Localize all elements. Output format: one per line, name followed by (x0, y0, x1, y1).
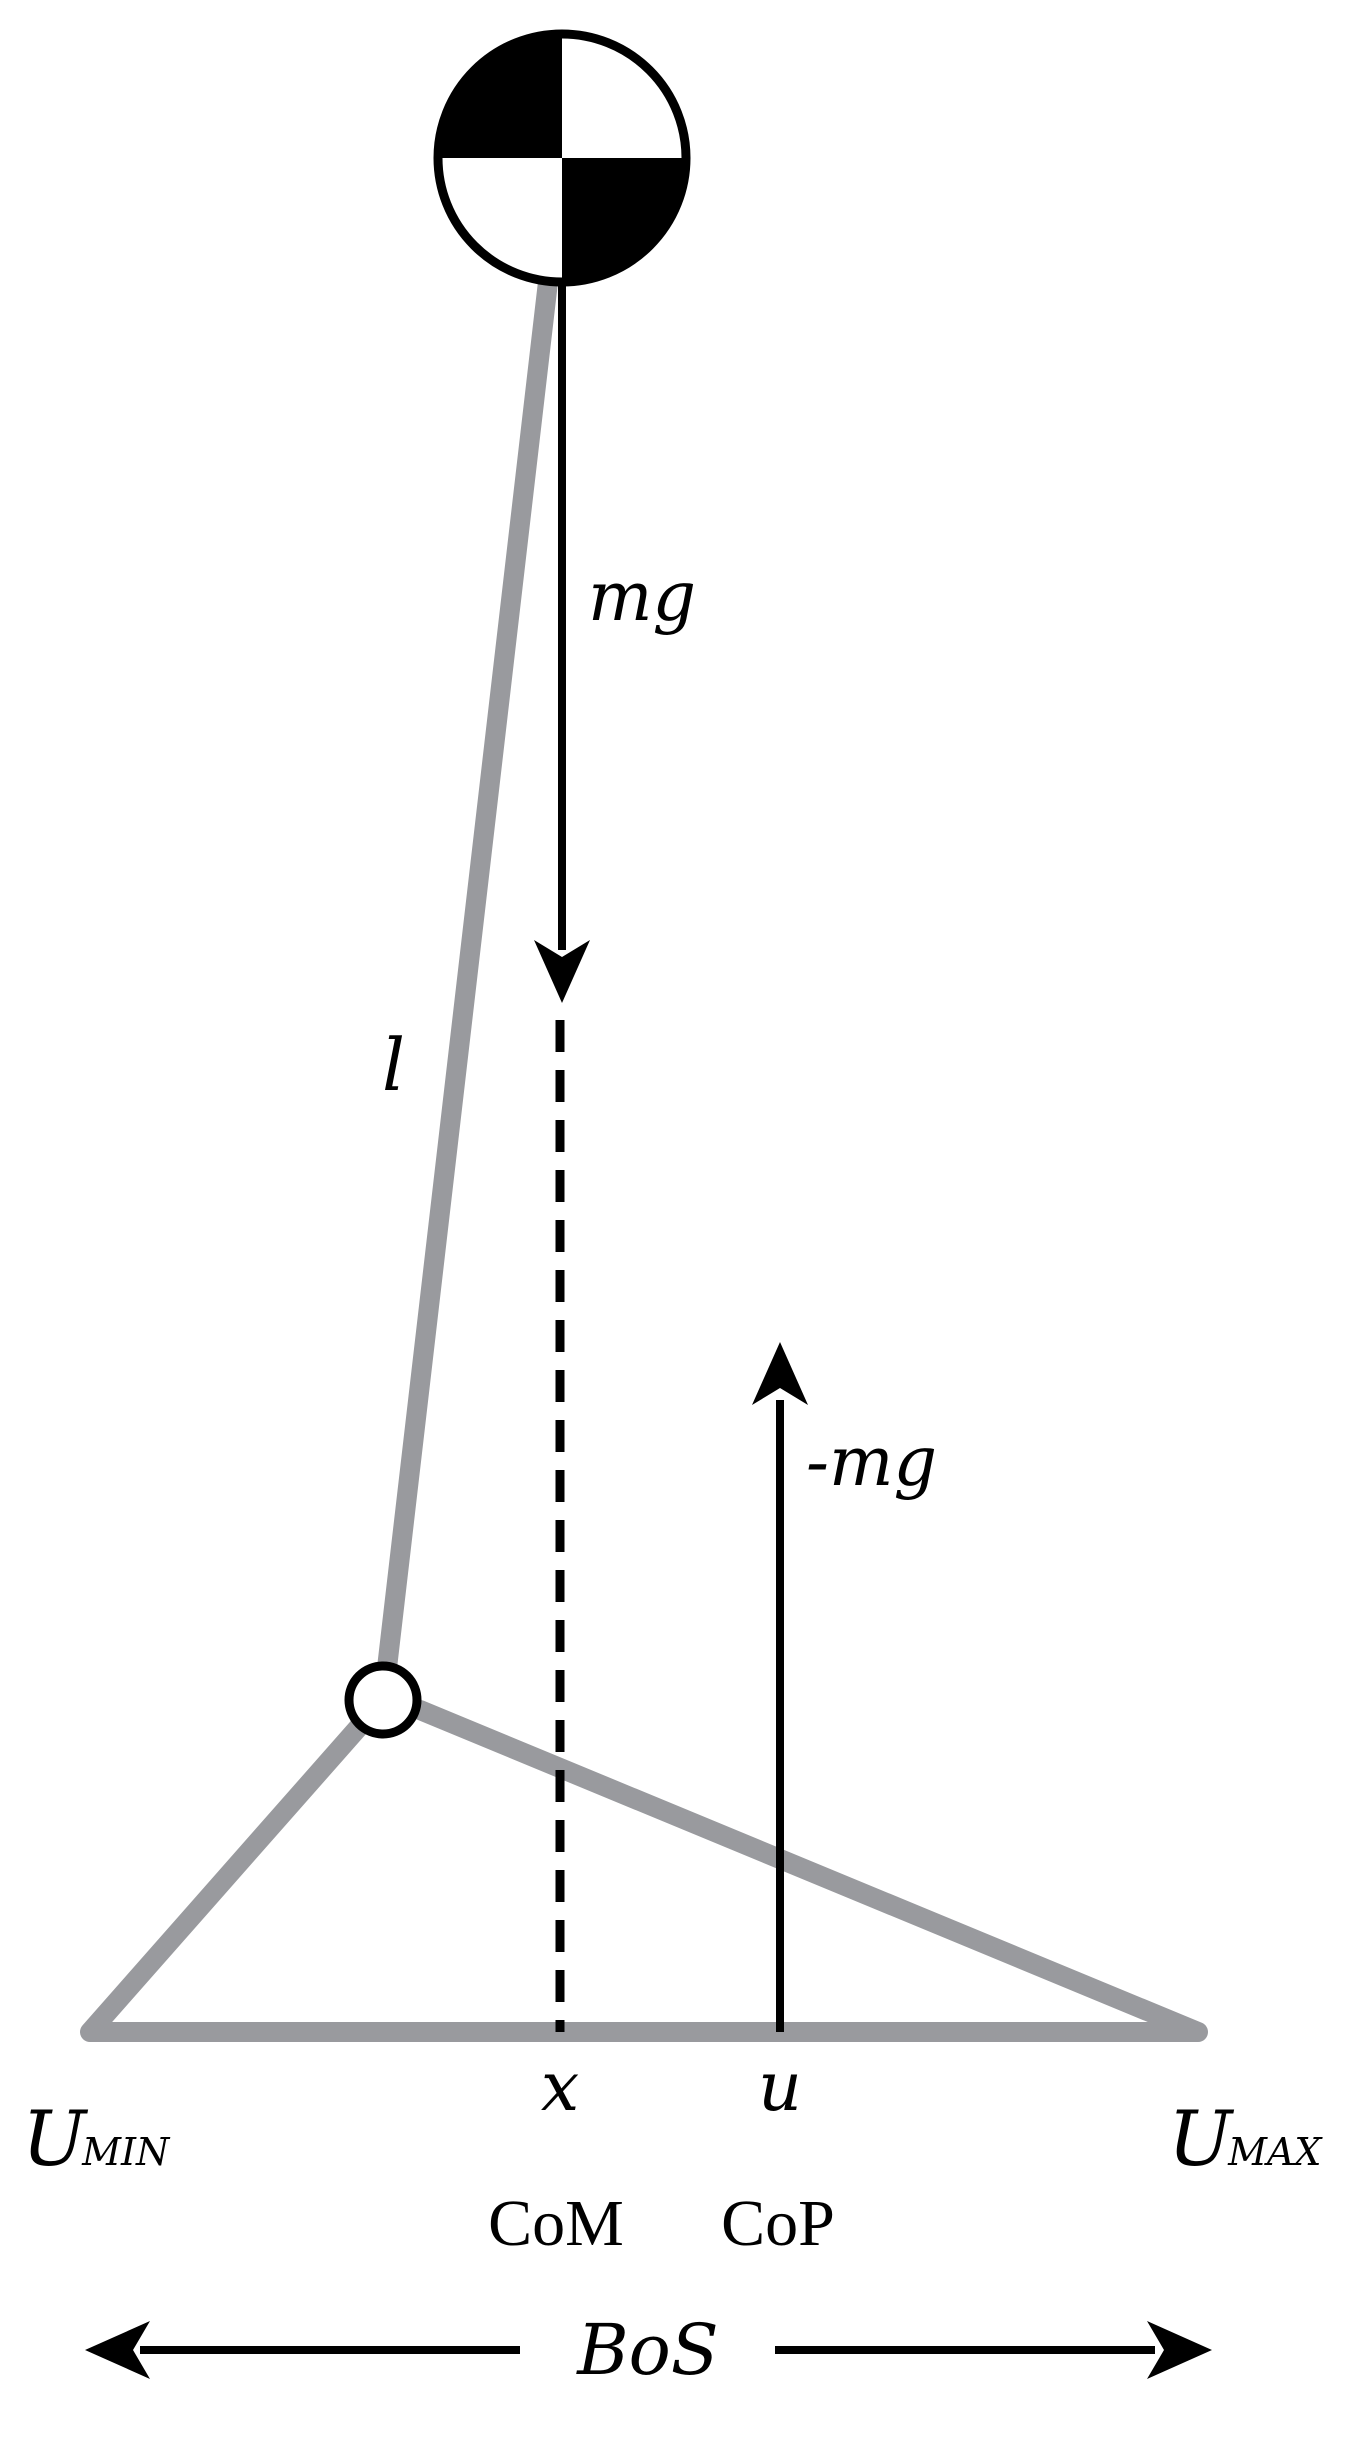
weight-force-label: mg (588, 558, 696, 637)
base-of-support-arrow (85, 2321, 1212, 2379)
foot-triangle (80, 1700, 1208, 2042)
arrowhead-left (85, 2321, 150, 2379)
body-segments (80, 272, 1208, 2042)
cop-symbol-label: u (758, 2048, 802, 2127)
u-min-label: UMIN (22, 2094, 171, 2183)
com-name-label: CoM (488, 2187, 624, 2260)
center-of-mass-icon (433, 29, 691, 287)
arrowhead-down (534, 940, 590, 1003)
com-symbol-label: x (541, 2048, 579, 2127)
bos-label: BoS (575, 2309, 719, 2391)
arrowhead-up (752, 1342, 808, 1405)
cop-name-label: CoP (721, 2187, 835, 2260)
weight-force-arrow (534, 282, 590, 1003)
joint-circle-icon (344, 1661, 422, 1739)
length-label: l (382, 1023, 405, 1107)
u-max-label: UMAX (1168, 2094, 1323, 2183)
reaction-force-arrow (752, 1342, 808, 2032)
arrowhead-right (1147, 2321, 1212, 2379)
reaction-force-label: -mg (806, 1423, 937, 1502)
pendulum-leg (375, 272, 558, 1695)
